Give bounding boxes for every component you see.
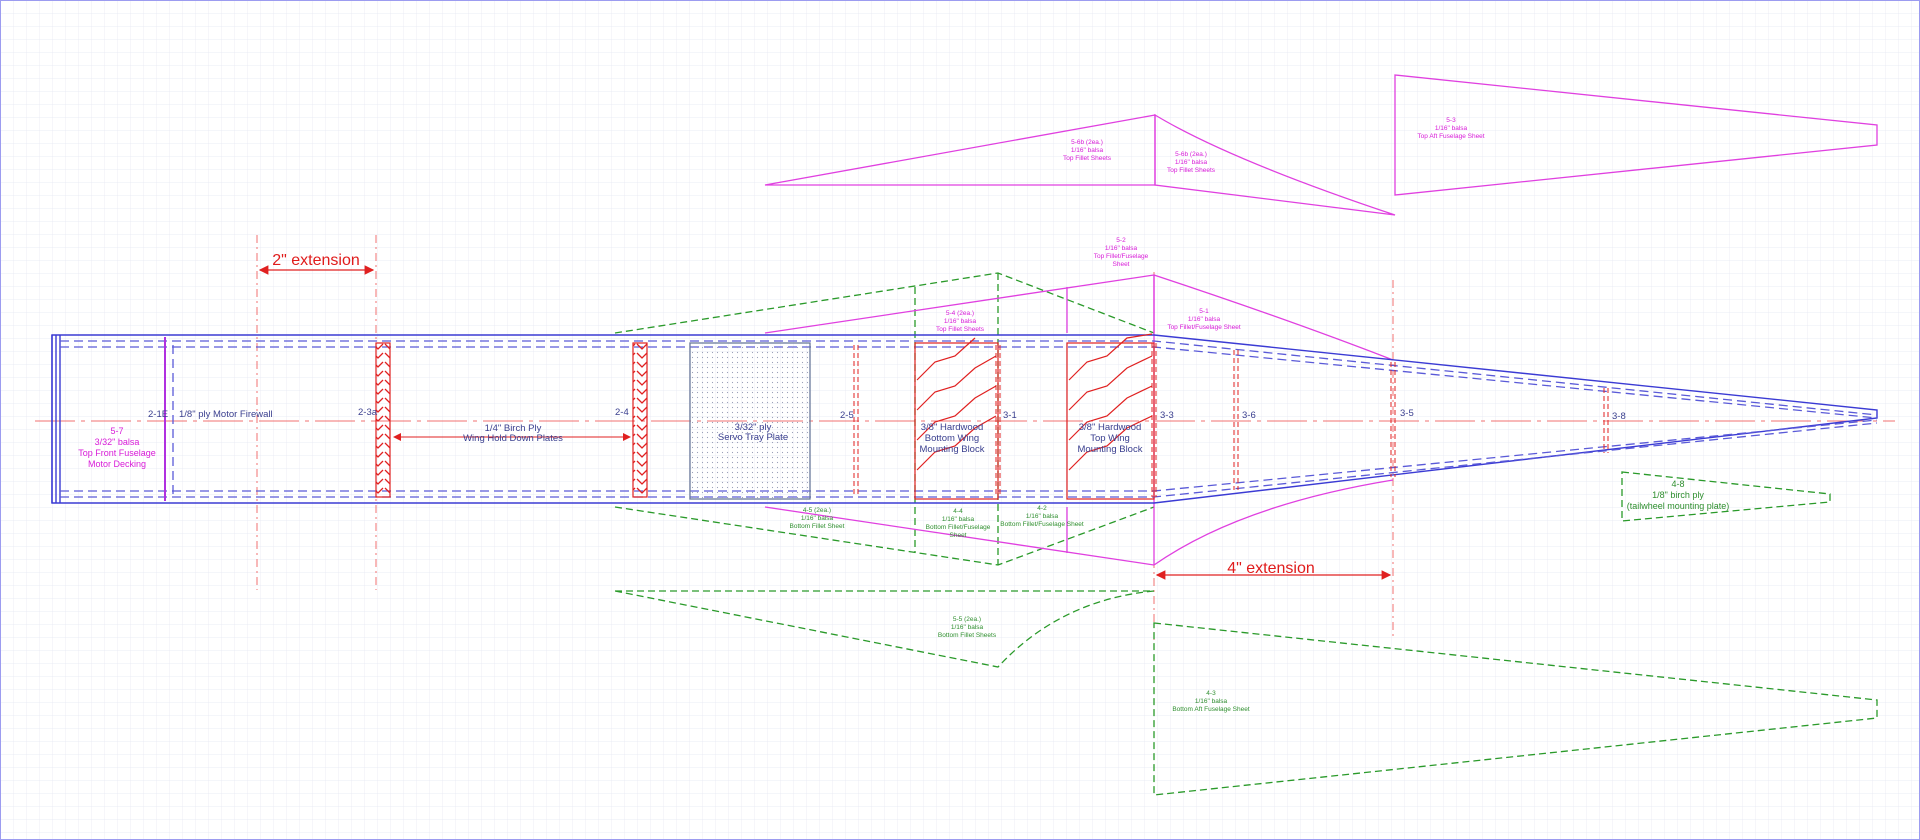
ext4-label: 4" extension — [1227, 560, 1315, 577]
station-3-8: 3-8 — [1612, 411, 1626, 422]
station-2-4: 2-4 — [615, 407, 629, 418]
bottom-block-label: 3/8" Hardwood Bottom Wing Mounting Block — [920, 422, 985, 455]
station-3-6: 3-6 — [1242, 410, 1256, 421]
sheet-5-6b-left-label: 5-6b (2ea.) 1/16" balsa Top Fillet Sheet… — [1063, 139, 1112, 162]
svg-text:Bottom Wing: Bottom Wing — [925, 433, 979, 444]
sheet-5-3-label: 5-3 1/16" balsa Top Aft Fuselage Sheet — [1417, 117, 1484, 140]
svg-text:(tailwheel mounting plate): (tailwheel mounting plate) — [1627, 501, 1730, 511]
svg-text:Top Fillet Sheets: Top Fillet Sheets — [1167, 167, 1216, 174]
svg-text:Mounting Block: Mounting Block — [920, 444, 985, 455]
firewall-label: 1/8" ply Motor Firewall — [179, 409, 273, 420]
top-block-label: 3/8" Hardwood Top Wing Mounting Block — [1078, 422, 1143, 455]
svg-text:1/16" balsa: 1/16" balsa — [801, 515, 834, 522]
svg-text:3/8" Hardwood: 3/8" Hardwood — [1079, 422, 1142, 433]
svg-text:1/16" balsa: 1/16" balsa — [944, 318, 977, 325]
green-fillet-outlines — [614, 272, 1878, 796]
svg-text:Top Aft Fuselage Sheet: Top Aft Fuselage Sheet — [1417, 133, 1484, 140]
magenta-fillet-outlines — [764, 274, 1394, 566]
sheet-4-4-label: 4-4 1/16" balsa Bottom Fillet/Fuselage S… — [926, 508, 991, 539]
sheet-5-5-label: 5-5 (2ea.) 1/16" balsa Bottom Fillet She… — [938, 616, 997, 639]
tailwheel-label: 4-8 1/8" birch ply (tailwheel mounting p… — [1627, 479, 1730, 511]
station-2-3a: 2-3a — [358, 407, 378, 418]
svg-text:Top Fillet Sheets: Top Fillet Sheets — [936, 326, 985, 333]
sheet-5-6b-right-label: 5-6b (2ea.) 1/16" balsa Top Fillet Sheet… — [1167, 151, 1216, 174]
sheet-5-4-label: 5-4 (2ea.) 1/16" balsa Top Fillet Sheets — [936, 310, 985, 333]
svg-text:1/16" balsa: 1/16" balsa — [951, 624, 984, 631]
sheet-4-5-label: 4-5 (2ea.) 1/16" balsa Bottom Fillet She… — [790, 507, 845, 530]
svg-text:Top Fillet Sheets: Top Fillet Sheets — [1063, 155, 1112, 162]
svg-text:Bottom Fillet Sheets: Bottom Fillet Sheets — [938, 632, 997, 639]
station-3-1: 3-1 — [1003, 410, 1017, 421]
svg-text:1/16" balsa: 1/16" balsa — [1026, 513, 1059, 520]
svg-text:4-8: 4-8 — [1671, 479, 1684, 489]
station-2-5: 2-5 — [840, 410, 854, 421]
former-stations — [853, 343, 1609, 497]
svg-text:5-1: 5-1 — [1199, 308, 1209, 315]
svg-text:1/16" balsa: 1/16" balsa — [1175, 159, 1208, 166]
svg-text:Bottom Fillet/Fuselage: Bottom Fillet/Fuselage — [926, 524, 991, 531]
sheet-5-1-label: 5-1 1/16" balsa Top Fillet/Fuselage Shee… — [1167, 308, 1241, 331]
servo-tray-plate — [689, 342, 811, 500]
svg-text:5-3: 5-3 — [1446, 117, 1456, 124]
svg-text:4-3: 4-3 — [1206, 690, 1216, 697]
svg-text:4-5 (2ea.): 4-5 (2ea.) — [803, 507, 831, 514]
station-3-3: 3-3 — [1160, 410, 1174, 421]
decking-label: 5-7 3/32" balsa Top Front Fuselage Motor… — [78, 426, 156, 469]
svg-text:Sheet: Sheet — [1113, 261, 1130, 268]
svg-text:5-7: 5-7 — [110, 426, 123, 436]
svg-text:Bottom Aft Fuselage Sheet: Bottom Aft Fuselage Sheet — [1172, 706, 1250, 713]
svg-text:5-6b (2ea.): 5-6b (2ea.) — [1071, 139, 1103, 146]
station-3-5: 3-5 — [1400, 408, 1414, 419]
station-2-1e: 2-1E — [148, 409, 168, 420]
svg-text:Bottom Fillet/Fuselage Sheet: Bottom Fillet/Fuselage Sheet — [1000, 521, 1084, 528]
sheet-5-6b-right — [1154, 113, 1396, 216]
svg-text:Sheet: Sheet — [950, 532, 967, 539]
svg-text:Top Fillet/Fuselage: Top Fillet/Fuselage — [1094, 253, 1149, 260]
svg-text:1/16" balsa: 1/16" balsa — [1188, 316, 1221, 323]
wing-plate-front — [375, 342, 391, 498]
bottom-wing-block — [914, 337, 999, 500]
svg-text:5-6b (2ea.): 5-6b (2ea.) — [1175, 151, 1207, 158]
svg-text:3/8" Hardwood: 3/8" Hardwood — [921, 422, 984, 433]
servo-tray-label: 3/32" ply Servo Tray Plate — [718, 422, 788, 443]
top-wing-block — [1066, 333, 1155, 500]
svg-text:Servo Tray Plate: Servo Tray Plate — [718, 432, 788, 443]
wing-plates-label: 1/4" Birch Ply Wing Hold Down Plates — [463, 423, 563, 444]
sheet-5-2-label: 5-2 1/16" balsa Top Fillet/Fuselage Shee… — [1094, 237, 1149, 268]
svg-text:5-5 (2ea.): 5-5 (2ea.) — [953, 616, 981, 623]
svg-text:3/32" ply: 3/32" ply — [735, 422, 772, 433]
svg-text:1/16" balsa: 1/16" balsa — [1435, 125, 1468, 132]
svg-text:5-2: 5-2 — [1116, 237, 1126, 244]
svg-text:1/4" Birch Ply: 1/4" Birch Ply — [485, 423, 542, 434]
svg-text:5-4 (2ea.): 5-4 (2ea.) — [946, 310, 974, 317]
sheet-4-2-label: 4-2 1/16" balsa Bottom Fillet/Fuselage S… — [1000, 505, 1084, 528]
svg-text:4-4: 4-4 — [953, 508, 963, 515]
svg-text:Top Wing: Top Wing — [1090, 433, 1130, 444]
svg-text:1/16" balsa: 1/16" balsa — [1071, 147, 1104, 154]
svg-text:Wing Hold Down Plates: Wing Hold Down Plates — [463, 433, 563, 444]
svg-text:Top Fillet/Fuselage Sheet: Top Fillet/Fuselage Sheet — [1167, 324, 1241, 331]
svg-text:1/8" birch ply: 1/8" birch ply — [1652, 490, 1704, 500]
svg-text:Bottom Fillet Sheet: Bottom Fillet Sheet — [790, 523, 845, 530]
svg-text:1/16" balsa: 1/16" balsa — [1105, 245, 1138, 252]
svg-text:Top Front Fuselage: Top Front Fuselage — [78, 448, 156, 458]
svg-text:Motor Decking: Motor Decking — [88, 459, 146, 469]
sheet-5-3 — [1394, 74, 1878, 196]
wing-plate-rear — [632, 342, 648, 498]
svg-text:Mounting Block: Mounting Block — [1078, 444, 1143, 455]
svg-text:1/16" balsa: 1/16" balsa — [1195, 698, 1228, 705]
svg-text:4-2: 4-2 — [1037, 505, 1047, 512]
svg-text:3/32" balsa: 3/32" balsa — [95, 437, 140, 447]
svg-text:1/16" balsa: 1/16" balsa — [942, 516, 975, 523]
sheet-4-3-label: 4-3 1/16" balsa Bottom Aft Fuselage Shee… — [1172, 690, 1250, 713]
ext2-label: 2" extension — [272, 252, 360, 269]
